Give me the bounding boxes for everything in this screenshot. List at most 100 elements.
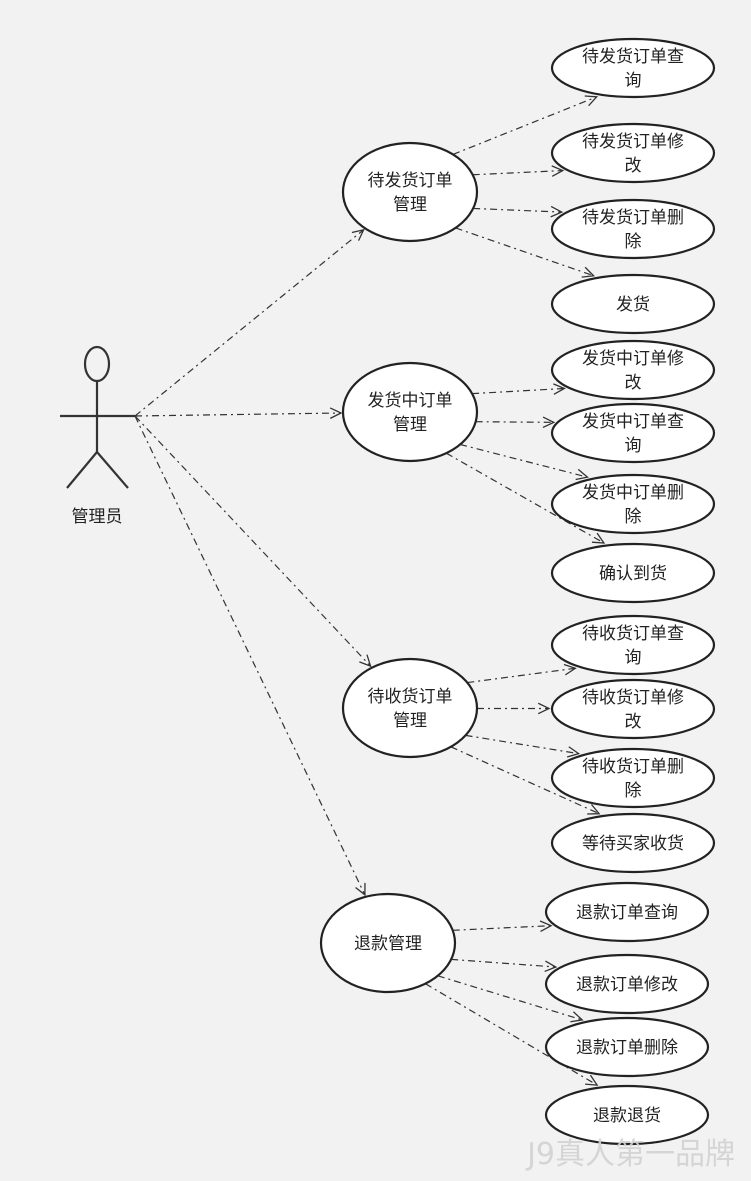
edge-actor-to-group-3-arrowhead <box>359 654 372 668</box>
use-case-2-3-label-line: 发货中订单删 <box>582 483 684 503</box>
edge-group-1-to-child-1-arrowhead <box>584 95 599 107</box>
edge-group-4-to-child-4-arrowhead <box>585 1074 599 1086</box>
use-case-3-2-ellipse <box>550 678 716 740</box>
use-case-4-4-label-line: 退款退货 <box>593 1106 661 1126</box>
use-case-1-3-label-line: 待发货订单删 <box>582 208 684 228</box>
edge-actor-to-group-3 <box>134 415 372 667</box>
edge-group-1-to-child-4 <box>455 227 594 277</box>
use-case-2-2-label-line: 发货中订单查 <box>582 412 684 432</box>
edge-actor-to-group-1 <box>134 229 365 417</box>
edge-group-1-to-child-2 <box>472 169 563 176</box>
edge-actor-to-group-4-arrowhead <box>355 882 366 897</box>
use-case-4-4: 退款退货 <box>544 1084 710 1146</box>
use-case-2-3-label-line: 除 <box>625 507 642 527</box>
edge-group-1-to-child-3 <box>473 207 562 213</box>
use-case-group-4-label-line: 退款管理 <box>354 934 422 954</box>
use-case-3-1-ellipse <box>550 614 716 676</box>
use-case-3-3-label-line: 除 <box>625 781 642 801</box>
use-case-3-1-label-line: 询 <box>625 648 642 668</box>
edge-group-3-to-child-1-arrowhead <box>563 663 577 676</box>
association-edges <box>134 95 606 1086</box>
edge-actor-to-group-2-arrowhead <box>329 407 343 419</box>
edge-group-4-to-child-1-arrowhead <box>539 920 553 932</box>
edge-group-2-to-child-1-arrowhead <box>553 383 566 395</box>
use-case-group-4-ellipse <box>319 892 457 994</box>
use-case-2-1-label-line: 改 <box>625 373 642 393</box>
use-case-4-4-ellipse <box>544 1084 710 1146</box>
edge-group-2-to-child-2-arrowhead <box>542 416 556 429</box>
actor-head <box>83 345 111 383</box>
use-case-1-3-label-line: 除 <box>625 232 642 252</box>
edge-group-2-to-child-3-arrowhead <box>575 468 589 481</box>
use-case-1-4-ellipse <box>550 273 716 335</box>
actor-left-leg <box>66 451 98 489</box>
use-case-2-4: 确认到货 <box>550 542 716 604</box>
edge-group-3-to-child-3-arrowhead <box>566 746 581 758</box>
actor-label: 管理员 <box>72 507 123 527</box>
use-case-4-1-ellipse <box>544 881 710 943</box>
use-case-3-2-label-line: 待收货订单修 <box>582 688 684 708</box>
use-case-4-3-ellipse <box>544 1016 710 1078</box>
edge-group-3-to-child-2-arrowhead <box>537 702 551 715</box>
use-case-group-3-ellipse <box>341 657 479 759</box>
edge-group-4-to-child-2-arrowhead <box>544 960 558 973</box>
actor-admin: 管理员 <box>60 345 135 527</box>
edge-group-4-to-child-2 <box>451 958 556 968</box>
actor-right-leg <box>96 451 129 489</box>
use-case-4-2: 退款订单修改 <box>544 953 710 1015</box>
use-case-2-2-label-line: 询 <box>625 436 642 456</box>
edge-group-3-to-child-3 <box>465 734 579 755</box>
use-case-2-3-ellipse <box>550 473 716 535</box>
use-case-3-4-ellipse <box>550 812 716 874</box>
edge-group-2-to-child-2 <box>475 421 554 423</box>
use-case-1-1-label-line: 询 <box>625 71 642 91</box>
use-case-1-2-label-line: 待发货订单修 <box>582 132 684 152</box>
use-case-2-1-label-line: 发货中订单修 <box>582 349 684 369</box>
use-case-4-2-label-line: 退款订单修改 <box>576 975 678 995</box>
use-case-4-3-label-line: 退款订单删除 <box>576 1038 678 1058</box>
use-case-group-1-ellipse <box>341 141 479 243</box>
use-case-2-1-ellipse <box>550 339 716 401</box>
use-case-4-3: 退款订单删除 <box>544 1016 710 1078</box>
use-case-3-1-label-line: 待收货订单查 <box>582 624 684 644</box>
edge-group-3-to-child-4-arrowhead <box>587 804 601 815</box>
use-case-2-2-ellipse <box>550 402 716 464</box>
watermark-text: J9真人第一品牌 <box>525 1137 735 1172</box>
edge-group-1-to-child-3-arrowhead <box>550 205 564 218</box>
edge-group-2-to-child-4 <box>446 452 605 544</box>
edge-actor-to-group-2 <box>134 412 342 417</box>
use-case-1-1-label-line: 待发货订单查 <box>582 47 684 67</box>
edge-group-2-to-child-4-arrowhead <box>591 532 606 544</box>
use-case-nodes: 待发货订单管理待发货订单查询待发货订单修改待发货订单删除发货发货中订单管理发货中… <box>319 37 716 1146</box>
use-case-1-4-label-line: 发货 <box>616 295 650 315</box>
use-case-1-3-ellipse <box>550 198 716 260</box>
use-case-1-1-ellipse <box>550 37 716 99</box>
use-case-3-3-label-line: 待收货订单删 <box>582 757 684 777</box>
edge-actor-to-group-4 <box>134 415 366 896</box>
use-case-1-2-ellipse <box>550 122 716 184</box>
edge-group-1-to-child-2-arrowhead <box>551 165 565 177</box>
use-case-group-3-label-line: 待收货订单 <box>368 687 453 707</box>
edge-group-4-to-child-1 <box>452 925 552 931</box>
use-case-group-2-ellipse <box>341 361 479 463</box>
use-case-group-1-label-line: 管理 <box>393 195 427 215</box>
use-case-group-2-label-line: 管理 <box>393 415 427 435</box>
use-case-group-4: 退款管理 <box>319 892 457 994</box>
edge-group-2-to-child-3 <box>460 443 588 478</box>
use-case-2-4-ellipse <box>550 542 716 604</box>
use-case-1-4: 发货 <box>550 273 716 335</box>
use-case-group-1-label-line: 待发货订单 <box>368 171 453 191</box>
edge-group-4-to-child-3-arrowhead <box>570 1011 584 1023</box>
use-case-group-2-label-line: 发货中订单 <box>368 391 453 411</box>
use-case-2-4-label-line: 确认到货 <box>599 564 667 584</box>
